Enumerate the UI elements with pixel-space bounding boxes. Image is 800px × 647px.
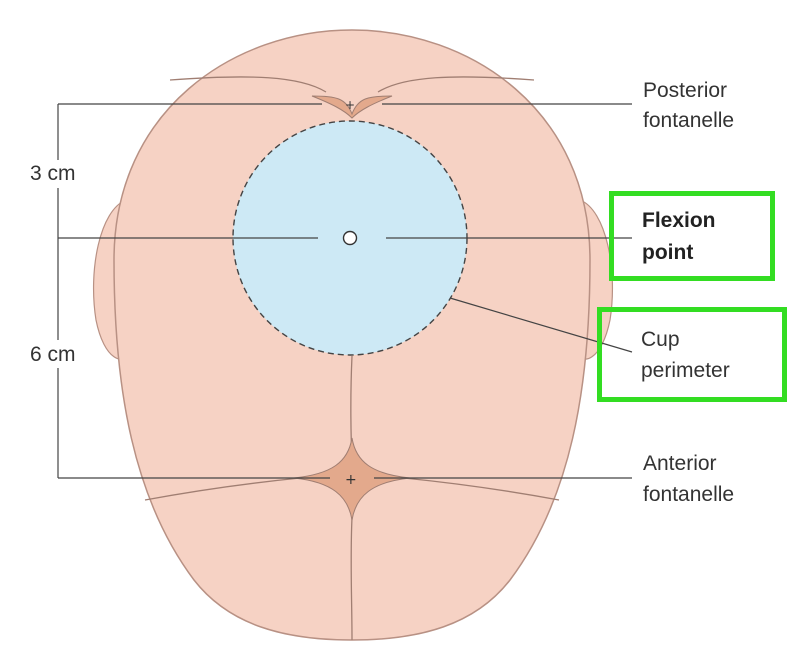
posterior-fontanelle-label-line2: fontanelle: [643, 107, 734, 135]
frontal-suture: [351, 518, 352, 640]
flexion-point-label-line1: Flexion: [642, 207, 716, 235]
cup-perimeter-label-line1: Cup: [641, 326, 680, 354]
posterior-fontanelle-label-line1: Posterior: [643, 77, 727, 105]
cup-perimeter-highlight-box: [597, 307, 787, 402]
anterior-fontanelle-label-line2: fontanelle: [643, 481, 734, 509]
anterior-fontanelle-label-line1: Anterior: [643, 450, 717, 478]
flexion-point-highlight-box: [609, 191, 775, 281]
dimension-label-3cm: 3 cm: [30, 160, 76, 188]
flexion-point-label-line2: point: [642, 239, 693, 267]
cup-perimeter-label-line2: perimeter: [641, 357, 730, 385]
flexion-point-marker: [344, 232, 357, 245]
posterior-fontanelle-marker: +: [345, 98, 355, 112]
dimension-label-6cm: 6 cm: [30, 341, 76, 369]
anterior-fontanelle-marker: +: [345, 472, 357, 488]
